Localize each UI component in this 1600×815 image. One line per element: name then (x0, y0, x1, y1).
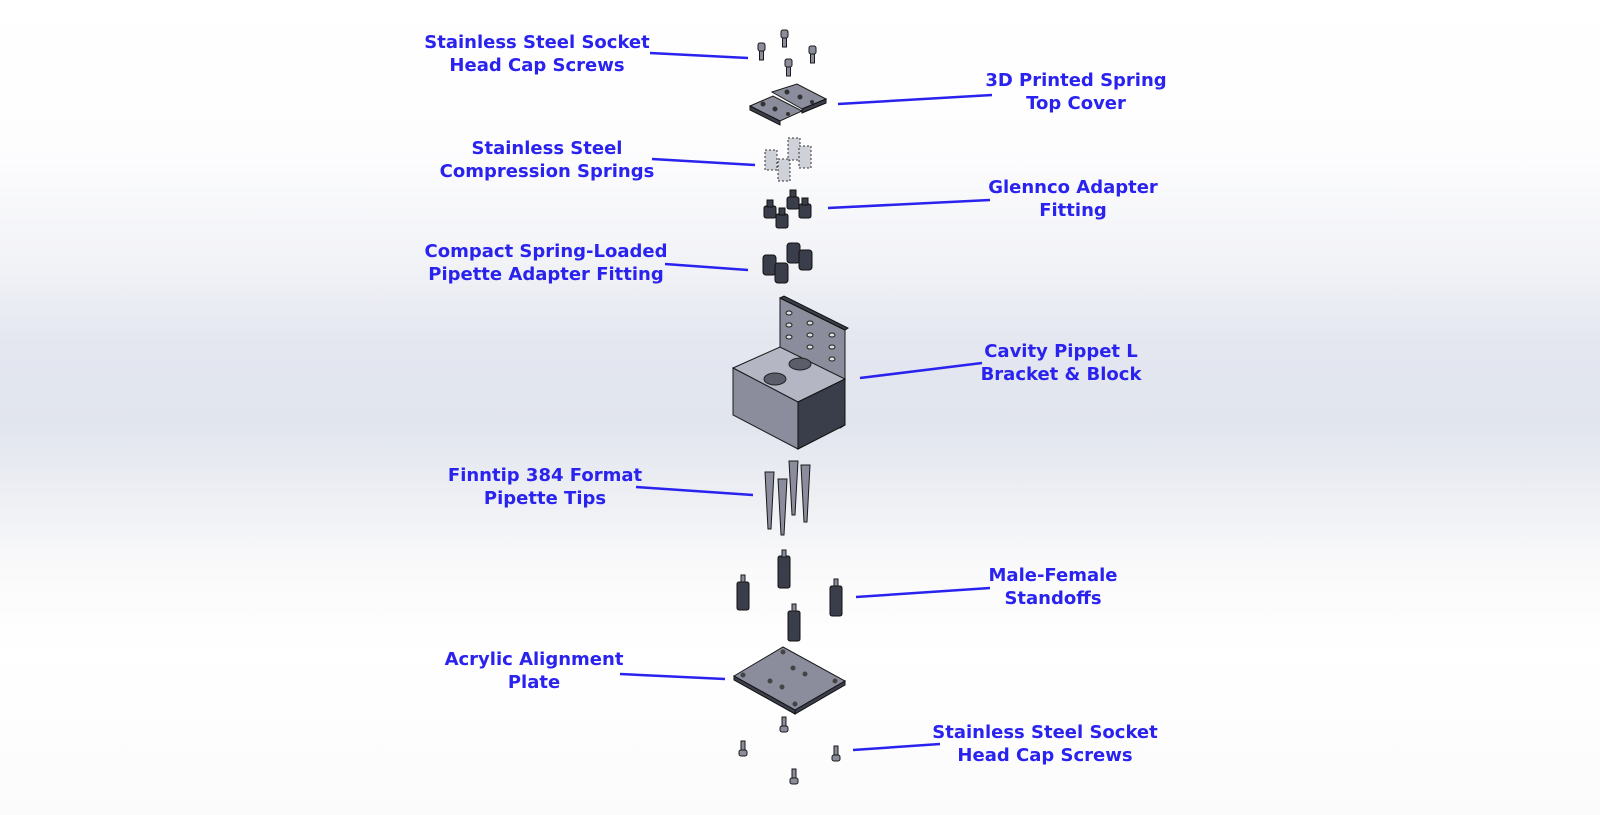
callout-line: Bracket & Block (980, 364, 1142, 385)
leader-bracket-block (859, 361, 983, 380)
callout-line: Cavity Pippet L (984, 341, 1138, 362)
leader-top-cover (837, 93, 993, 106)
spring-top-cover (748, 83, 828, 126)
leader-glennco (827, 198, 991, 210)
cap-screw (789, 768, 799, 785)
cap-screw (780, 29, 789, 48)
callout-line: Head Cap Screws (449, 55, 625, 76)
glennco-adapter-fittings (763, 189, 812, 229)
callout-line: Standoffs (1004, 588, 1102, 609)
callout-line: Glennco Adapter (988, 177, 1158, 198)
callout-bracket-block: Cavity Pippet L Bracket & Block (981, 340, 1142, 386)
cap-screw (738, 740, 748, 757)
callout-line: Stainless Steel (471, 138, 623, 159)
leader-standoffs (855, 586, 991, 599)
callout-pipette-adapter: Compact Spring-Loaded Pipette Adapter Fi… (425, 240, 668, 286)
callout-line: Stainless Steel Socket (424, 32, 650, 53)
callout-glennco: Glennco Adapter Fitting (988, 176, 1158, 222)
top-cap-screws (757, 29, 817, 77)
compression-springs (764, 137, 812, 182)
callout-line: Fitting (1039, 200, 1107, 221)
callout-line: Head Cap Screws (957, 745, 1133, 766)
leader-pipette-adapter (664, 262, 749, 272)
callout-line: Stainless Steel Socket (932, 722, 1158, 743)
callout-springs: Stainless Steel Compression Springs (440, 137, 655, 183)
callout-line: 3D Printed Spring (985, 70, 1167, 91)
callout-top-cover: 3D Printed Spring Top Cover (985, 69, 1166, 115)
callout-alignment-plate: Acrylic Alignment Plate (445, 648, 624, 694)
callout-line: Finntip 384 Format (447, 465, 643, 486)
cap-screw (808, 45, 817, 64)
cap-screw (784, 58, 793, 77)
callout-standoffs: Male-Female Standoffs (989, 564, 1118, 610)
l-bracket-block (731, 295, 849, 450)
leader-springs (651, 157, 756, 167)
callout-bottom-screws: Stainless Steel Socket Head Cap Screws (932, 721, 1158, 767)
cap-screw (831, 745, 841, 762)
callout-pipette-tips: Finntip 384 Format Pipette Tips (448, 464, 642, 510)
leader-top-screws (649, 51, 749, 60)
callout-line: Pipette Adapter Fitting (428, 264, 664, 285)
pipette-adapter-fittings (762, 242, 813, 284)
standoffs (736, 549, 843, 642)
cap-screw (779, 716, 789, 733)
pipette-tips (764, 460, 811, 536)
callout-line: Compression Springs (439, 161, 655, 182)
callout-line: Acrylic Alignment (444, 649, 624, 670)
cap-screw (757, 42, 766, 61)
callout-line: Top Cover (1026, 93, 1126, 114)
callout-line: Pipette Tips (483, 488, 607, 509)
leader-bottom-screws (852, 742, 941, 752)
callout-top-screws: Stainless Steel Socket Head Cap Screws (424, 31, 650, 77)
leader-pipette-tips (635, 485, 754, 497)
acrylic-alignment-plate (732, 646, 847, 715)
leader-alignment-plate (619, 672, 726, 681)
bottom-cap-screws (738, 716, 841, 785)
callout-line: Compact Spring-Loaded (424, 241, 668, 262)
callout-line: Plate (507, 672, 561, 693)
callout-line: Male-Female (988, 565, 1118, 586)
